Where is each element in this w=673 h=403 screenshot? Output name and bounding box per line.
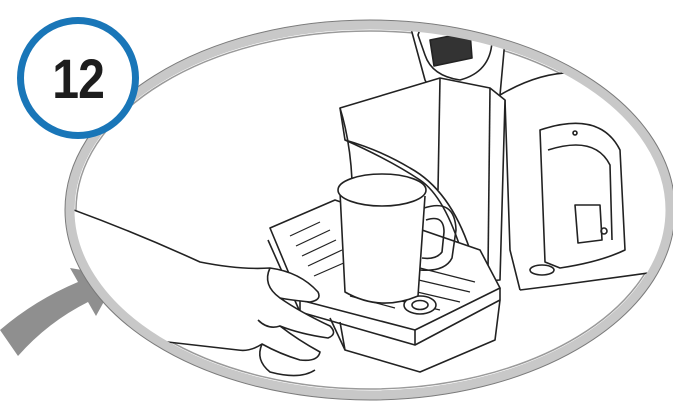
step-number: 12: [52, 51, 104, 107]
step-badge: 12: [17, 17, 139, 139]
